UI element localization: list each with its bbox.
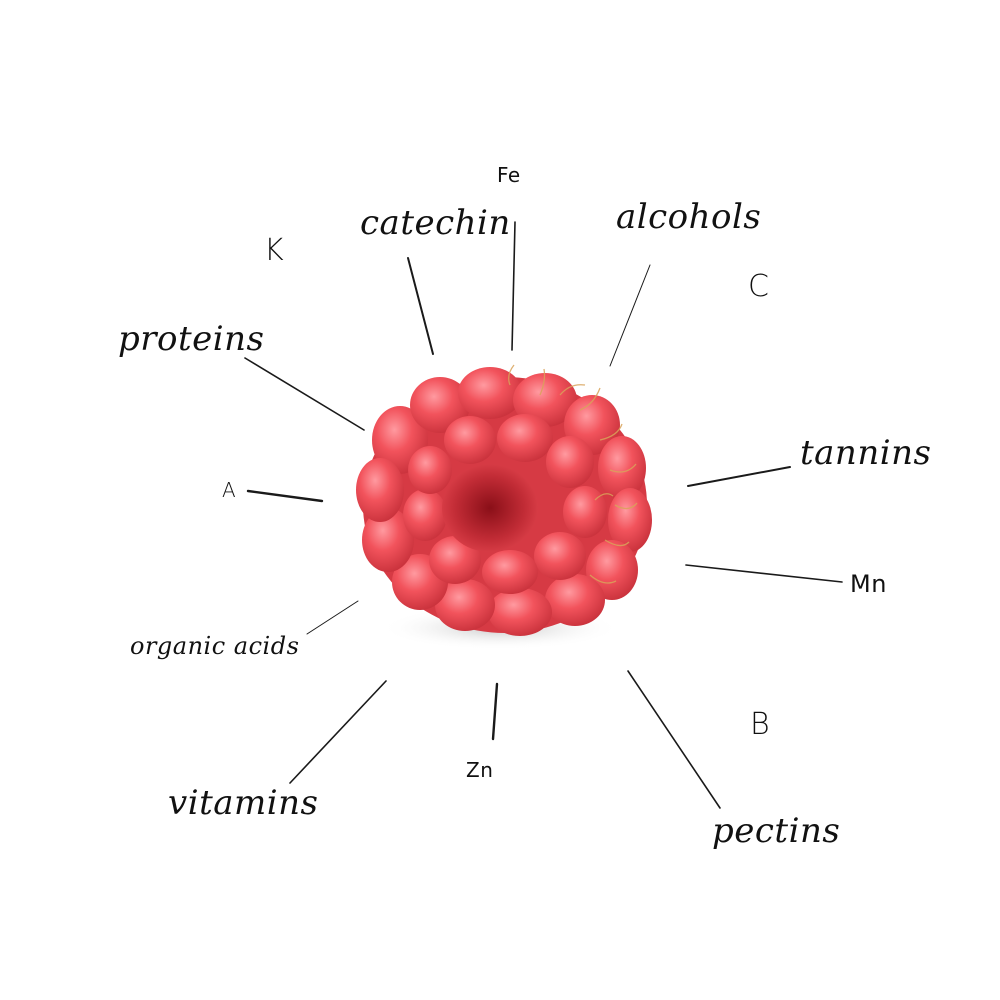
connector-catechin xyxy=(407,257,434,355)
raspberry-illustration xyxy=(356,364,652,650)
connector-tannins xyxy=(687,466,791,487)
label-k: K xyxy=(264,233,285,268)
connector-a xyxy=(246,489,324,503)
label-organic-acids: organic acids xyxy=(130,632,300,660)
label-tannins: tannins xyxy=(800,433,932,473)
label-vitamins: vitamins xyxy=(168,783,319,823)
connector-proteins xyxy=(244,357,365,431)
label-zn: Zn xyxy=(466,758,494,782)
connector-fe xyxy=(511,221,516,351)
connector-lines xyxy=(244,221,843,809)
label-fe-text: Fe xyxy=(497,163,521,187)
connector-zn xyxy=(491,682,499,741)
label-b: B xyxy=(750,707,771,742)
connector-mn xyxy=(685,564,843,583)
label-alcohols: alcohols xyxy=(616,197,762,237)
connector-organic-acids xyxy=(306,600,359,635)
label-catechin: catechin xyxy=(360,203,511,243)
connector-vitamins xyxy=(289,680,387,784)
label-fe: Fe xyxy=(497,165,521,185)
label-c: C xyxy=(748,269,770,304)
connector-pectins xyxy=(627,670,721,809)
label-mn: Mn xyxy=(850,570,887,598)
label-pectins: pectins xyxy=(712,811,841,851)
label-a: A xyxy=(222,478,237,502)
label-proteins: proteins xyxy=(118,319,265,359)
connector-alcohols xyxy=(609,264,651,367)
